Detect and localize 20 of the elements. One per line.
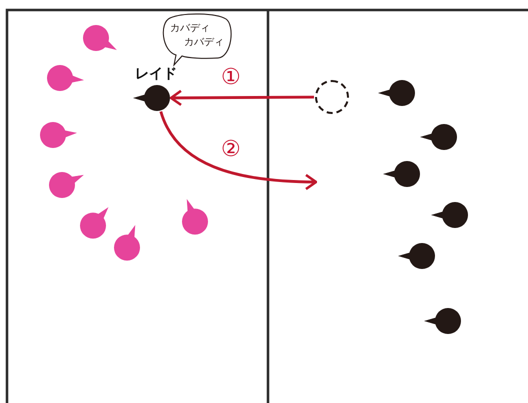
player-marker <box>398 242 436 270</box>
speech-text: カバディ <box>170 22 210 36</box>
player-marker <box>420 123 458 151</box>
player-marker <box>48 171 84 199</box>
player-marker <box>113 225 141 262</box>
player-label: レイド <box>135 65 177 83</box>
arrow <box>170 90 314 106</box>
player-marker <box>46 64 84 92</box>
player-marker <box>39 121 77 149</box>
speech-text: カバディ <box>184 36 224 50</box>
player-marker <box>431 201 469 229</box>
player-marker <box>79 207 109 240</box>
player-marker <box>424 307 462 335</box>
player-marker <box>383 160 421 188</box>
player-marker <box>378 79 416 107</box>
arrow <box>160 110 318 190</box>
player-marker <box>82 24 117 52</box>
player-marker <box>133 84 171 112</box>
player-marker <box>181 199 209 236</box>
dashed-circle <box>315 80 349 114</box>
